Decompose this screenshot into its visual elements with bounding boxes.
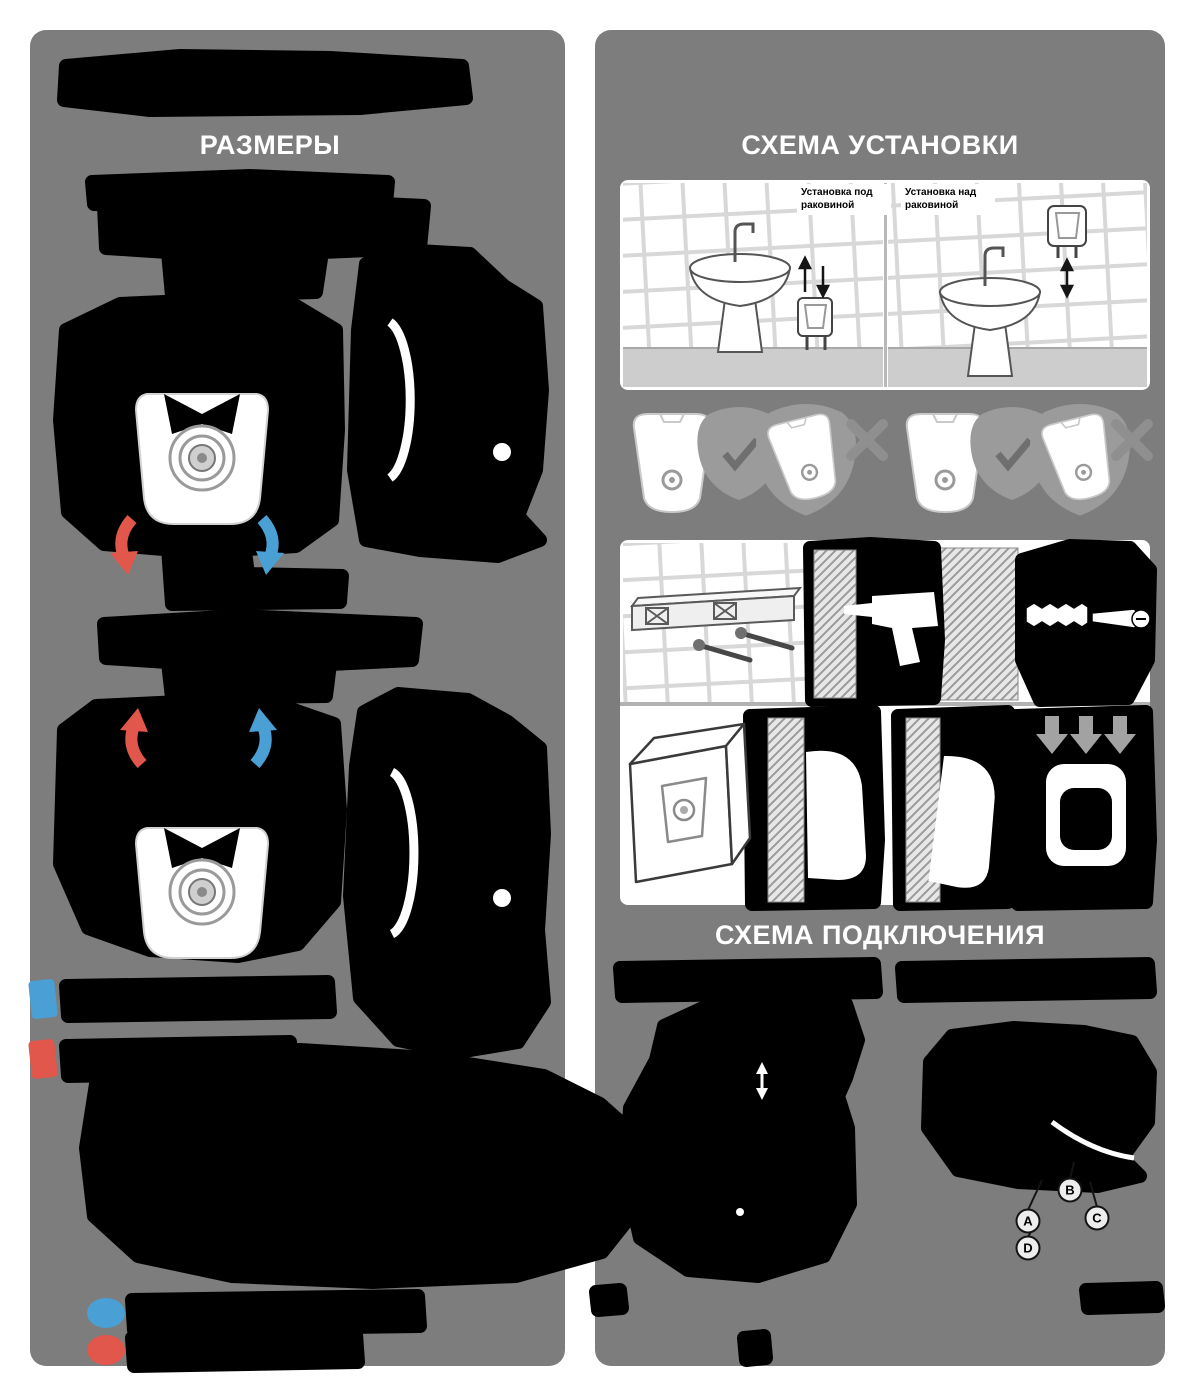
connection-point-d: D (1015, 1235, 1041, 1261)
connection-point-c: C (1084, 1205, 1110, 1231)
dimensions-column (30, 30, 565, 1366)
installation-heading: СХЕМА УСТАНОВКИ (741, 130, 1019, 160)
connection-point-b: B (1057, 1177, 1083, 1203)
over-sink-label: Установка над раковиной (901, 184, 995, 215)
connection-heading: СХЕМА ПОДКЛЮЧЕНИЯ (715, 920, 1045, 950)
dimensions-heading: РАЗМЕРЫ (199, 130, 341, 160)
under-sink-label: Установка под раковиной (797, 184, 891, 215)
mounting-steps-panel (620, 540, 1150, 905)
connection-point-a: A (1015, 1208, 1041, 1234)
